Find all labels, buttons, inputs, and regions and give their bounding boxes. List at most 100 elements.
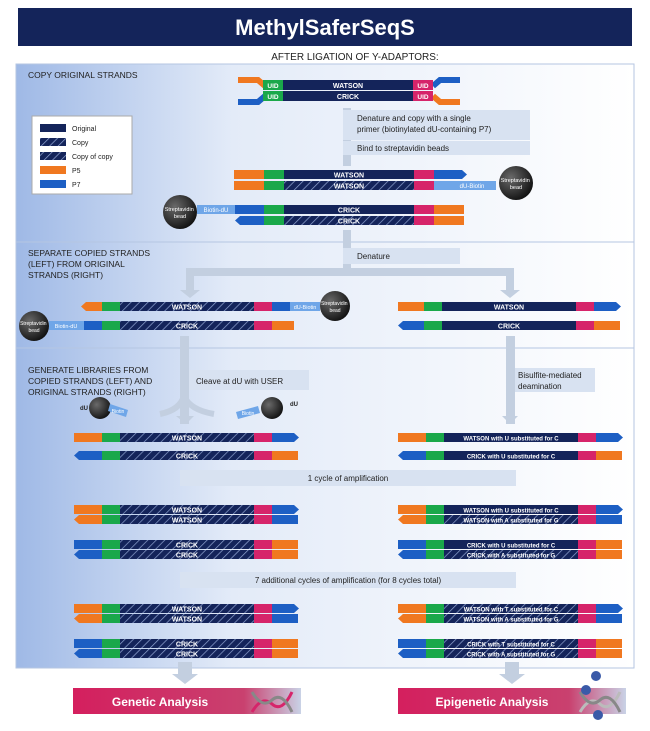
flow-arrow-right bbox=[347, 268, 514, 290]
legend-copy-label: Copy bbox=[72, 140, 89, 147]
methyl-group-icon bbox=[581, 685, 591, 695]
svg-text:Biotin: Biotin bbox=[112, 409, 125, 415]
watson-label: WATSON bbox=[333, 83, 363, 90]
library-left-watson-cycle8: WATSON bbox=[74, 604, 299, 614]
svg-text:WATSON: WATSON bbox=[172, 607, 202, 614]
step-seven-cycles: 7 additional cycles of amplification (fo… bbox=[255, 576, 442, 585]
section-copy-heading: COPY ORIGINAL STRANDS bbox=[28, 70, 138, 80]
title-bar bbox=[18, 8, 632, 46]
legend-original-label: Original bbox=[72, 126, 97, 133]
svg-text:CRICK: CRICK bbox=[176, 642, 198, 649]
svg-text:Streptavidin bead: Streptavidin bead bbox=[20, 321, 48, 334]
library-left-crick-cycle1: CRICK bbox=[74, 540, 298, 550]
svg-text:CRICK: CRICK bbox=[176, 454, 198, 461]
subtitle: AFTER LIGATION OF Y-ADAPTORS: bbox=[271, 52, 438, 63]
step-box bbox=[343, 110, 530, 140]
svg-text:Streptavidin bead: Streptavidin bead bbox=[501, 178, 532, 191]
legend: Original Copy Copy of copy P5 P7 bbox=[31, 115, 133, 195]
library-left-crick: CRICK bbox=[74, 451, 298, 461]
y-adaptor-construct: UID UID WATSON CRICK UID UID bbox=[238, 77, 460, 105]
svg-text:dU: dU bbox=[290, 402, 298, 408]
streptavidin-bead bbox=[499, 166, 533, 200]
svg-text:WATSON with A substituted for: WATSON with A substituted for G bbox=[463, 519, 558, 525]
svg-text:WATSON: WATSON bbox=[172, 305, 202, 312]
library-left-crick-cycle8: CRICK bbox=[74, 639, 298, 649]
svg-text:CRICK: CRICK bbox=[176, 324, 198, 331]
step-one-cycle: 1 cycle of amplification bbox=[308, 474, 388, 483]
watson-bound-pair: WATSON WATSON dU-Biotin Streptavidin bea… bbox=[234, 166, 533, 200]
library-left-watson-cycle1: WATSON bbox=[74, 505, 299, 515]
svg-text:CRICK: CRICK bbox=[338, 219, 360, 226]
amplification-bar-2 bbox=[180, 572, 516, 588]
svg-text:dU-Biotin: dU-Biotin bbox=[294, 305, 317, 311]
svg-text:WATSON with T substituted for: WATSON with T substituted for C bbox=[464, 608, 559, 614]
svg-text:WATSON with A substituted for: WATSON with A substituted for G bbox=[463, 618, 558, 624]
original-strands-right: WATSON CRICK bbox=[398, 302, 621, 331]
step-bind: Bind to streptavidin beads bbox=[357, 144, 449, 153]
svg-text:CRICK with A substituted for G: CRICK with A substituted for G bbox=[467, 554, 556, 560]
methyl-group-icon bbox=[591, 671, 601, 681]
flow-arrow bbox=[506, 336, 515, 424]
svg-text:CRICK: CRICK bbox=[498, 324, 520, 331]
legend-swatch-copy bbox=[40, 138, 66, 146]
svg-text:WATSON with U substituted for: WATSON with U substituted for C bbox=[463, 437, 559, 443]
svg-text:WATSON: WATSON bbox=[334, 173, 364, 180]
library-left-watson-copy-cycle8: WATSON bbox=[74, 614, 298, 624]
crick-bound-pair: Streptavidin bead Biotin-dU CRICK CRICK bbox=[163, 195, 464, 229]
methyl-group-icon bbox=[593, 710, 603, 720]
streptavidin-bead bbox=[89, 397, 111, 419]
uid-label: UID bbox=[417, 94, 429, 101]
legend-swatch-p7 bbox=[40, 180, 66, 188]
library-right-crick-uc-cycle1: CRICK with U substituted for C bbox=[398, 540, 622, 550]
legend-swatch-copy-of-copy bbox=[40, 152, 66, 160]
svg-text:CRICK with T substituted for C: CRICK with T substituted for C bbox=[467, 643, 555, 649]
legend-swatch-original bbox=[40, 124, 66, 132]
section-generate-heading: GENERATE LIBRARIES FROM COPIED STRANDS (… bbox=[28, 365, 155, 397]
svg-text:WATSON: WATSON bbox=[172, 508, 202, 515]
amplification-bar-1 bbox=[180, 470, 516, 486]
library-right-watson-uc-cycle1: WATSON with U substituted for C bbox=[398, 505, 623, 515]
library-right-crick-tc-cycle8: CRICK with T substituted for C bbox=[398, 639, 622, 649]
svg-text:WATSON with U substituted for: WATSON with U substituted for C bbox=[463, 509, 559, 515]
svg-text:CRICK with U substituted for C: CRICK with U substituted for C bbox=[467, 455, 556, 461]
streptavidin-bead bbox=[163, 195, 197, 229]
library-left-watson: WATSON bbox=[74, 433, 299, 443]
copied-strands-left: WATSON dU-Biotin Streptavidin bead Strep… bbox=[19, 291, 350, 341]
uid-label: UID bbox=[267, 83, 279, 90]
svg-text:Streptavidin bead: Streptavidin bead bbox=[165, 207, 196, 220]
svg-text:Biotin-dU: Biotin-dU bbox=[55, 324, 78, 330]
svg-text:CRICK with A substituted for G: CRICK with A substituted for G bbox=[467, 653, 556, 659]
legend-p5-label: P5 bbox=[72, 168, 81, 175]
library-left-crick-copy-cycle8: CRICK bbox=[74, 649, 298, 659]
svg-text:dU: dU bbox=[80, 406, 88, 412]
library-right-watson-ag-cycle1: WATSON with A substituted for G bbox=[398, 515, 622, 525]
step-denature: Denature bbox=[357, 252, 390, 261]
library-right-crick-ag-cycle8: CRICK with A substituted for G bbox=[398, 649, 622, 659]
streptavidin-bead bbox=[261, 397, 283, 419]
legend-p7-label: P7 bbox=[72, 182, 81, 189]
svg-text:CRICK with U substituted for C: CRICK with U substituted for C bbox=[467, 544, 556, 550]
svg-text:Streptavidin bead: Streptavidin bead bbox=[321, 301, 349, 314]
step-cleave: Cleave at dU with USER bbox=[196, 377, 283, 386]
epigenetic-analysis-label: Epigenetic Analysis bbox=[436, 695, 549, 709]
epigenetic-analysis-banner: Epigenetic Analysis bbox=[398, 671, 626, 720]
diagram-title: MethylSaferSeqS bbox=[235, 15, 415, 40]
library-right-crick-ag-cycle1: CRICK with A substituted for G bbox=[398, 550, 622, 560]
svg-text:dU-Biotin: dU-Biotin bbox=[460, 184, 485, 190]
genetic-analysis-banner: Genetic Analysis bbox=[73, 688, 301, 714]
library-right-crick-uc: CRICK with U substituted for C bbox=[398, 451, 622, 461]
library-right-watson-tc-cycle8: WATSON with T substituted for C bbox=[398, 604, 623, 614]
svg-text:CRICK: CRICK bbox=[176, 652, 198, 659]
svg-text:WATSON: WATSON bbox=[172, 617, 202, 624]
legend-copy-of-copy-label: Copy of copy bbox=[72, 154, 113, 161]
library-right-watson-ag-cycle8: WATSON with A substituted for G bbox=[398, 614, 622, 624]
svg-text:Biotin: Biotin bbox=[242, 411, 255, 417]
svg-text:WATSON: WATSON bbox=[172, 436, 202, 443]
svg-text:WATSON: WATSON bbox=[494, 305, 524, 312]
svg-text:CRICK: CRICK bbox=[338, 208, 360, 215]
svg-text:CRICK: CRICK bbox=[176, 543, 198, 550]
streptavidin-bead bbox=[320, 291, 350, 321]
step-denature-copy: Denature and copy with a single primer (… bbox=[357, 114, 492, 134]
